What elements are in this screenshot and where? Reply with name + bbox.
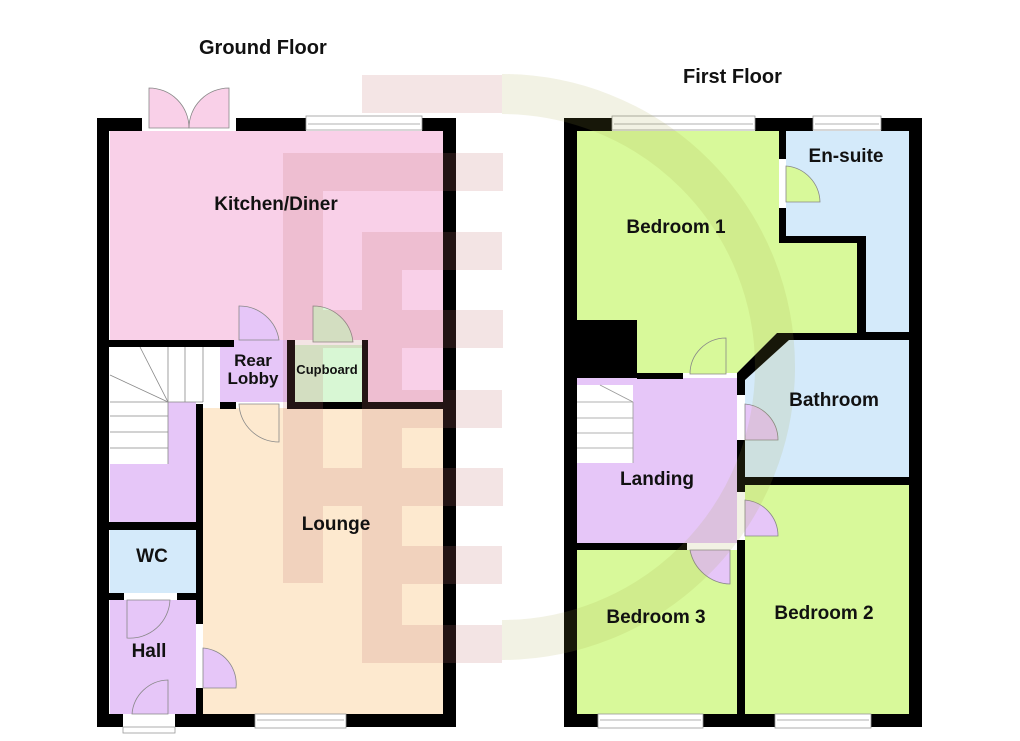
staircase-icon xyxy=(109,346,204,464)
label-cupboard: Cupboard xyxy=(296,362,358,378)
room-kitchen-diner xyxy=(110,131,443,340)
room-bathroom xyxy=(745,340,909,477)
label-landing: Landing xyxy=(620,469,694,491)
watermark-arc xyxy=(501,74,795,660)
watermark-logo xyxy=(283,75,503,663)
label-kitchen-diner: Kitchen/Diner xyxy=(214,194,338,216)
room-cupboard xyxy=(295,345,362,402)
label-rear-lobby-line1: Rear xyxy=(234,351,272,371)
first-floor-plan xyxy=(564,115,922,729)
first-floor-walls xyxy=(564,118,922,727)
label-bedroom-2: Bedroom 2 xyxy=(774,603,874,625)
label-lounge: Lounge xyxy=(301,514,371,536)
room-rear-lobby xyxy=(220,340,287,402)
label-hall: Hall xyxy=(131,641,167,663)
label-rear-lobby-line2: Lobby xyxy=(227,369,279,388)
room-bedroom-1 xyxy=(577,131,857,373)
ground-floor-walls xyxy=(97,118,456,727)
room-en-suite xyxy=(786,131,909,332)
label-rear-lobby: Rear Lobby xyxy=(228,352,279,388)
staircase-icon xyxy=(577,384,634,463)
first-floor-title: First Floor xyxy=(683,66,782,88)
label-en-suite: En-suite xyxy=(808,146,884,168)
label-bedroom-3: Bedroom 3 xyxy=(606,607,706,629)
kitchen-extension xyxy=(368,340,443,404)
first-floor-windows xyxy=(597,115,882,729)
ground-floor-windows xyxy=(122,115,423,734)
label-bathroom: Bathroom xyxy=(789,390,879,412)
label-wc: WC xyxy=(136,546,168,568)
label-bedroom-1: Bedroom 1 xyxy=(626,217,726,239)
ground-floor-doors xyxy=(126,87,354,715)
ground-floor-plan xyxy=(97,87,456,734)
first-floor-doors xyxy=(689,165,821,585)
room-lounge xyxy=(203,408,443,714)
ground-floor-title: Ground Floor xyxy=(199,37,327,59)
room-wc xyxy=(110,530,196,593)
